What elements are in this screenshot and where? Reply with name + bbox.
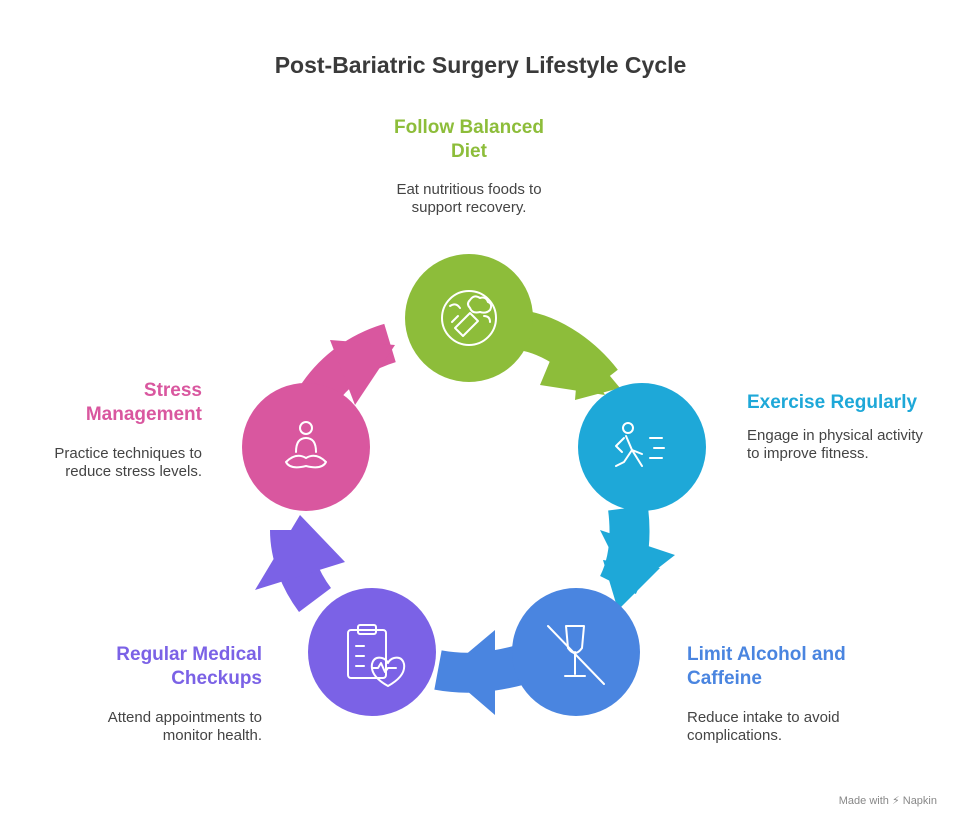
- arrow-diet-to-exercise: [516, 310, 620, 400]
- step-exercise-desc-line1: Engage in physical activity: [747, 427, 923, 444]
- step-diet-desc-line2: support recovery.: [411, 199, 527, 216]
- arrow-checkups-to-stress: [255, 515, 345, 612]
- step-checkups-desc-line2: monitor health.: [162, 727, 262, 744]
- node-exercise: [578, 383, 706, 511]
- step-stress-desc-line2: reduce stress levels.: [65, 463, 202, 480]
- step-stress-description: Practice techniques to reduce stress lev…: [2, 445, 202, 481]
- vegetables-icon: [441, 290, 497, 346]
- step-checkups-heading: Regular Medical Checkups: [42, 643, 262, 691]
- step-stress-heading: Stress Management: [2, 379, 202, 427]
- step-exercise-desc-line2: to improve fitness.: [747, 445, 869, 462]
- step-limit-heading-line2: Caffeine: [687, 668, 762, 689]
- footer-credit: Made with ⚡ Napkin: [839, 794, 937, 807]
- step-limit-heading-line1: Limit Alcohol and: [687, 644, 846, 665]
- step-diet-description: Eat nutritious foods to support recovery…: [339, 181, 599, 217]
- step-exercise-description: Engage in physical activity to improve f…: [747, 427, 947, 463]
- node-diet: [405, 254, 533, 382]
- no-alcohol-icon: [547, 625, 605, 685]
- step-exercise-heading: Exercise Regularly: [747, 391, 947, 415]
- clipboard-heart-icon: [347, 624, 406, 687]
- step-diet-heading-line1: Follow Balanced: [394, 117, 544, 138]
- step-checkups-heading-line2: Checkups: [171, 668, 262, 689]
- step-diet-heading-line2: Diet: [451, 141, 487, 162]
- step-diet-heading: Follow Balanced Diet: [369, 116, 569, 164]
- napkin-logo-icon: ⚡: [891, 795, 900, 807]
- step-limit-desc-line1: Reduce intake to avoid: [687, 709, 840, 726]
- step-stress-heading-line2: Management: [85, 404, 202, 425]
- running-person-icon: [615, 422, 665, 467]
- step-checkups-heading-line1: Regular Medical: [116, 644, 262, 665]
- footer-brand: Napkin: [902, 795, 937, 807]
- step-limit-heading: Limit Alcohol and Caffeine: [687, 643, 907, 691]
- step-limit-desc-line2: complications.: [687, 727, 783, 744]
- step-stress-heading-line1: Stress: [143, 380, 202, 401]
- node-checkups: [308, 588, 436, 716]
- step-exercise-heading-line1: Exercise Regularly: [747, 392, 918, 413]
- diagram-title: Post-Bariatric Surgery Lifestyle Cycle: [274, 52, 687, 78]
- step-limit-description: Reduce intake to avoid complications.: [687, 709, 907, 745]
- step-stress-desc-line1: Practice techniques to: [54, 445, 202, 462]
- step-checkups-desc-line1: Attend appointments to: [107, 709, 262, 726]
- arrow-exercise-to-limit: [599, 505, 675, 610]
- meditation-icon: [285, 421, 327, 469]
- node-stress: [242, 383, 370, 511]
- step-checkups-description: Attend appointments to monitor health.: [42, 709, 262, 745]
- arrow-limit-to-checkups: [434, 630, 526, 715]
- footer-made-with: Made with: [838, 795, 889, 807]
- step-diet-desc-line1: Eat nutritious foods to: [396, 181, 542, 198]
